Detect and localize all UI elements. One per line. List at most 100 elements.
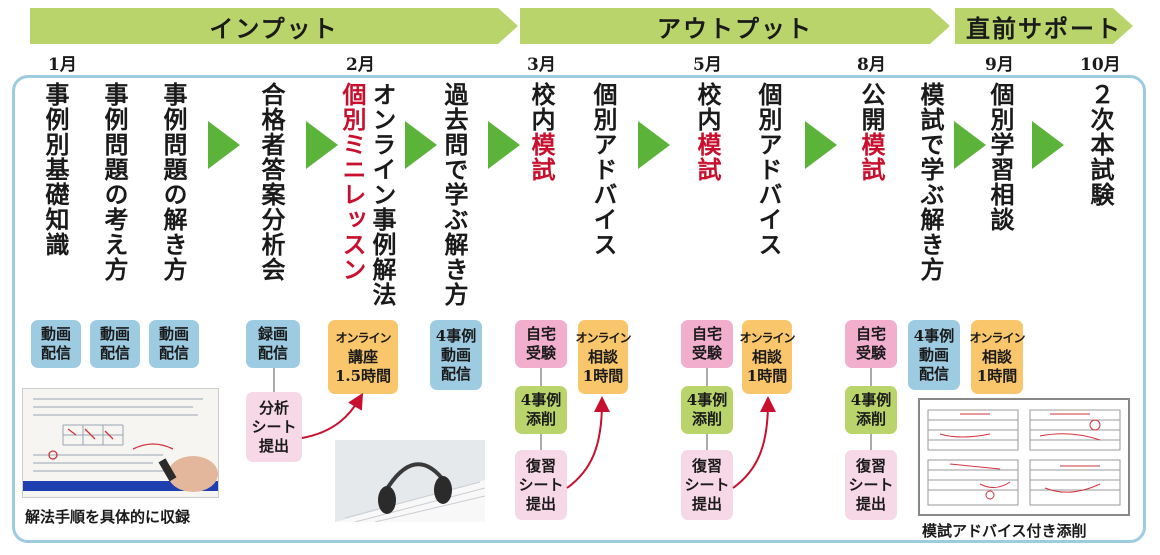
badge-line: 配信 <box>257 344 288 362</box>
badge-line: 復習 <box>855 456 886 475</box>
badge-line: 受験 <box>525 344 556 362</box>
badge-line: 配信 <box>440 364 471 383</box>
badge-line: 4事例 <box>686 391 728 409</box>
badge-line: 動画 <box>440 345 471 364</box>
badge-line: 復習 <box>525 456 556 475</box>
month-label: 9月 <box>985 55 1014 75</box>
month-label: 8月 <box>857 55 886 75</box>
badge-home-exam: 自宅 受験 <box>515 320 567 368</box>
badge-4case-correction: 4事例 添削 <box>681 386 733 434</box>
mock-highlight: 模試 <box>693 132 722 182</box>
mock-highlight: 模試 <box>527 132 556 182</box>
badge-video-delivery: 動画 配信 <box>90 320 140 368</box>
phase-label: アウトプット <box>657 13 813 43</box>
badge-video-delivery: 動画 配信 <box>149 320 199 368</box>
badge-line: 動画 <box>40 325 71 343</box>
badge-line: 配信 <box>158 344 189 362</box>
badge-line: 自宅 <box>855 325 886 343</box>
badge-line: オンライン <box>335 330 391 345</box>
timeline-frame <box>12 75 1146 543</box>
badge-line: 配信 <box>99 344 130 362</box>
step-problem-thinking: 事例問題の考え方 <box>100 82 129 282</box>
badge-home-exam: 自宅 受験 <box>845 320 897 368</box>
badge-line: 復習 <box>691 456 722 475</box>
badge-line: 添削 <box>525 410 556 428</box>
step-consultation: 個別学習相談 <box>986 82 1015 232</box>
phase-input: インプット <box>30 8 518 44</box>
badge-line: 1.5時間 <box>334 366 392 385</box>
step-advice-1: 個別アドバイス <box>589 82 618 257</box>
step-prefix: 公開 <box>857 82 886 132</box>
step-school-mock-2: 校内模試 <box>692 82 722 182</box>
badge-line: 4事例 <box>850 391 892 409</box>
badge-line: 4事例 <box>913 326 955 345</box>
badge-line: オンライン <box>739 330 796 345</box>
badge-line: 配信 <box>40 344 71 362</box>
badge-review-sheet: 復習 シート 提出 <box>515 450 567 520</box>
badge-line: シート <box>848 475 894 494</box>
badge-line: 受験 <box>855 344 886 362</box>
step-past-exams: 過去問で学ぶ解き方 <box>440 82 469 307</box>
badge-4case-correction: 4事例 添削 <box>515 386 567 434</box>
badge-recorded-delivery: 録画 配信 <box>246 320 300 368</box>
step-advice-2: 個別アドバイス <box>754 82 783 257</box>
headset-icon <box>335 440 485 522</box>
month-label: 3月 <box>527 55 556 75</box>
badge-line: 相談 <box>981 347 1012 366</box>
badge-line: 録画 <box>257 325 288 343</box>
badge-line: 4事例 <box>520 391 562 409</box>
correction-sheet-illustration <box>920 400 1128 514</box>
phase-output: アウトプット <box>520 8 950 44</box>
badge-line: 配信 <box>918 364 949 383</box>
step-problem-solving: 事例問題の解き方 <box>159 82 188 282</box>
badge-online-consult: オンライン 相談 1時間 <box>575 320 632 394</box>
badge-line: 自宅 <box>525 325 556 343</box>
correction-sheet-thumbnail <box>918 398 1130 516</box>
phase-label: インプット <box>209 13 339 43</box>
badge-line: シート <box>251 417 297 436</box>
step-basic-knowledge: 事例別基礎知識 <box>41 82 70 257</box>
badge-line: 動画 <box>99 325 130 343</box>
step-final-exam: ２次本試験 <box>1086 82 1115 207</box>
badge-analysis-sheet: 分析 シート 提出 <box>246 392 302 462</box>
badge-line: オンライン <box>575 330 632 345</box>
step-prefix: 校内 <box>693 82 722 132</box>
badge-line: 分析 <box>258 398 289 417</box>
badge-line: 講座 <box>347 347 378 366</box>
phase-final-support: 直前サポート <box>955 8 1133 44</box>
badge-line: 提出 <box>855 494 886 513</box>
badge-online-consult: オンライン 相談 1時間 <box>739 320 796 394</box>
badge-line: 1時間 <box>746 366 788 385</box>
step-school-mock-1: 校内模試 <box>526 82 556 182</box>
month-label: 2月 <box>346 55 375 75</box>
step-prefix: 校内 <box>527 82 556 132</box>
headset-photo <box>335 440 485 522</box>
badge-line: シート <box>684 475 730 494</box>
caption-right: 模試アドバイス付き添削 <box>922 522 1087 540</box>
badge-line: 1時間 <box>976 366 1018 385</box>
badge-review-sheet: 復習 シート 提出 <box>681 450 733 520</box>
badge-online-lecture: オンライン 講座 1.5時間 <box>328 320 398 394</box>
badge-online-consult: オンライン 相談 1時間 <box>969 320 1026 394</box>
badge-line: 受験 <box>691 344 722 362</box>
month-label: 1月 <box>48 55 77 75</box>
badge-line: 提出 <box>691 494 722 513</box>
badge-line: 提出 <box>525 494 556 513</box>
badge-line: 提出 <box>258 436 289 455</box>
badge-line: 動画 <box>918 345 949 364</box>
badge-line: オンライン <box>969 330 1026 345</box>
step-online-method: オンライン事例解法 <box>368 82 397 307</box>
badge-review-sheet: 復習 シート 提出 <box>845 450 897 520</box>
badge-4case-correction: 4事例 添削 <box>845 386 897 434</box>
badge-line: 動画 <box>158 325 189 343</box>
badge-line: 1時間 <box>582 366 624 385</box>
mini-lesson-highlight: 個別ミニレッスン <box>338 82 367 282</box>
badge-4case-video: 4事例 動画 配信 <box>430 320 482 390</box>
badge-line: 自宅 <box>691 325 722 343</box>
video-thumbnail <box>22 388 219 498</box>
caption-left: 解法手順を具体的に収録 <box>25 508 191 526</box>
step-public-mock: 公開模試 <box>856 82 886 182</box>
badge-line: 4事例 <box>435 326 477 345</box>
worksheet-illustration <box>23 389 218 497</box>
step-mock-learning: 模試で学ぶ解き方 <box>916 82 945 282</box>
